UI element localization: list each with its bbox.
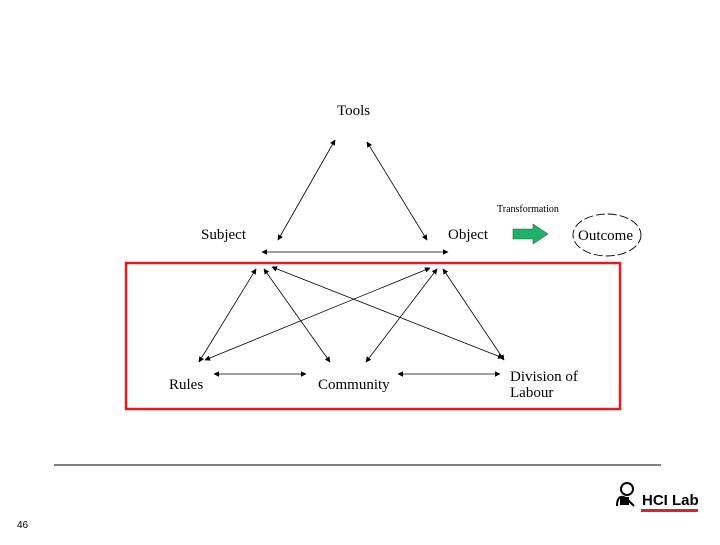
node-division-line1: Division of	[510, 369, 578, 385]
node-community: Community	[318, 377, 390, 393]
edge-subject-division	[271, 266, 504, 359]
node-rules: Rules	[169, 377, 203, 393]
transformation-label: Transformation	[497, 204, 559, 215]
node-division-line2: Labour	[510, 385, 553, 401]
edge-object-division	[442, 268, 505, 361]
node-tools: Tools	[337, 103, 370, 119]
logo-person-icon	[616, 482, 635, 507]
edge-object-community	[365, 268, 438, 363]
hci-lab-logo: HCI Lab	[616, 482, 699, 512]
edge-subject-community	[263, 268, 331, 363]
node-outcome: Outcome	[578, 228, 633, 244]
outcome-ellipse	[572, 213, 642, 257]
node-subject: Subject	[201, 227, 247, 243]
node-object: Object	[448, 227, 489, 243]
highlight-box	[124, 261, 622, 411]
logo-accent-bar	[641, 509, 698, 512]
transformation-arrow	[512, 223, 549, 245]
page-number: 46	[17, 520, 29, 531]
edge-object-rules	[204, 267, 431, 361]
edge-tools-subject	[277, 139, 336, 241]
edge-subject-rules	[198, 268, 257, 363]
edge-tools-object	[366, 141, 428, 241]
logo-text: HCI Lab	[642, 492, 699, 509]
